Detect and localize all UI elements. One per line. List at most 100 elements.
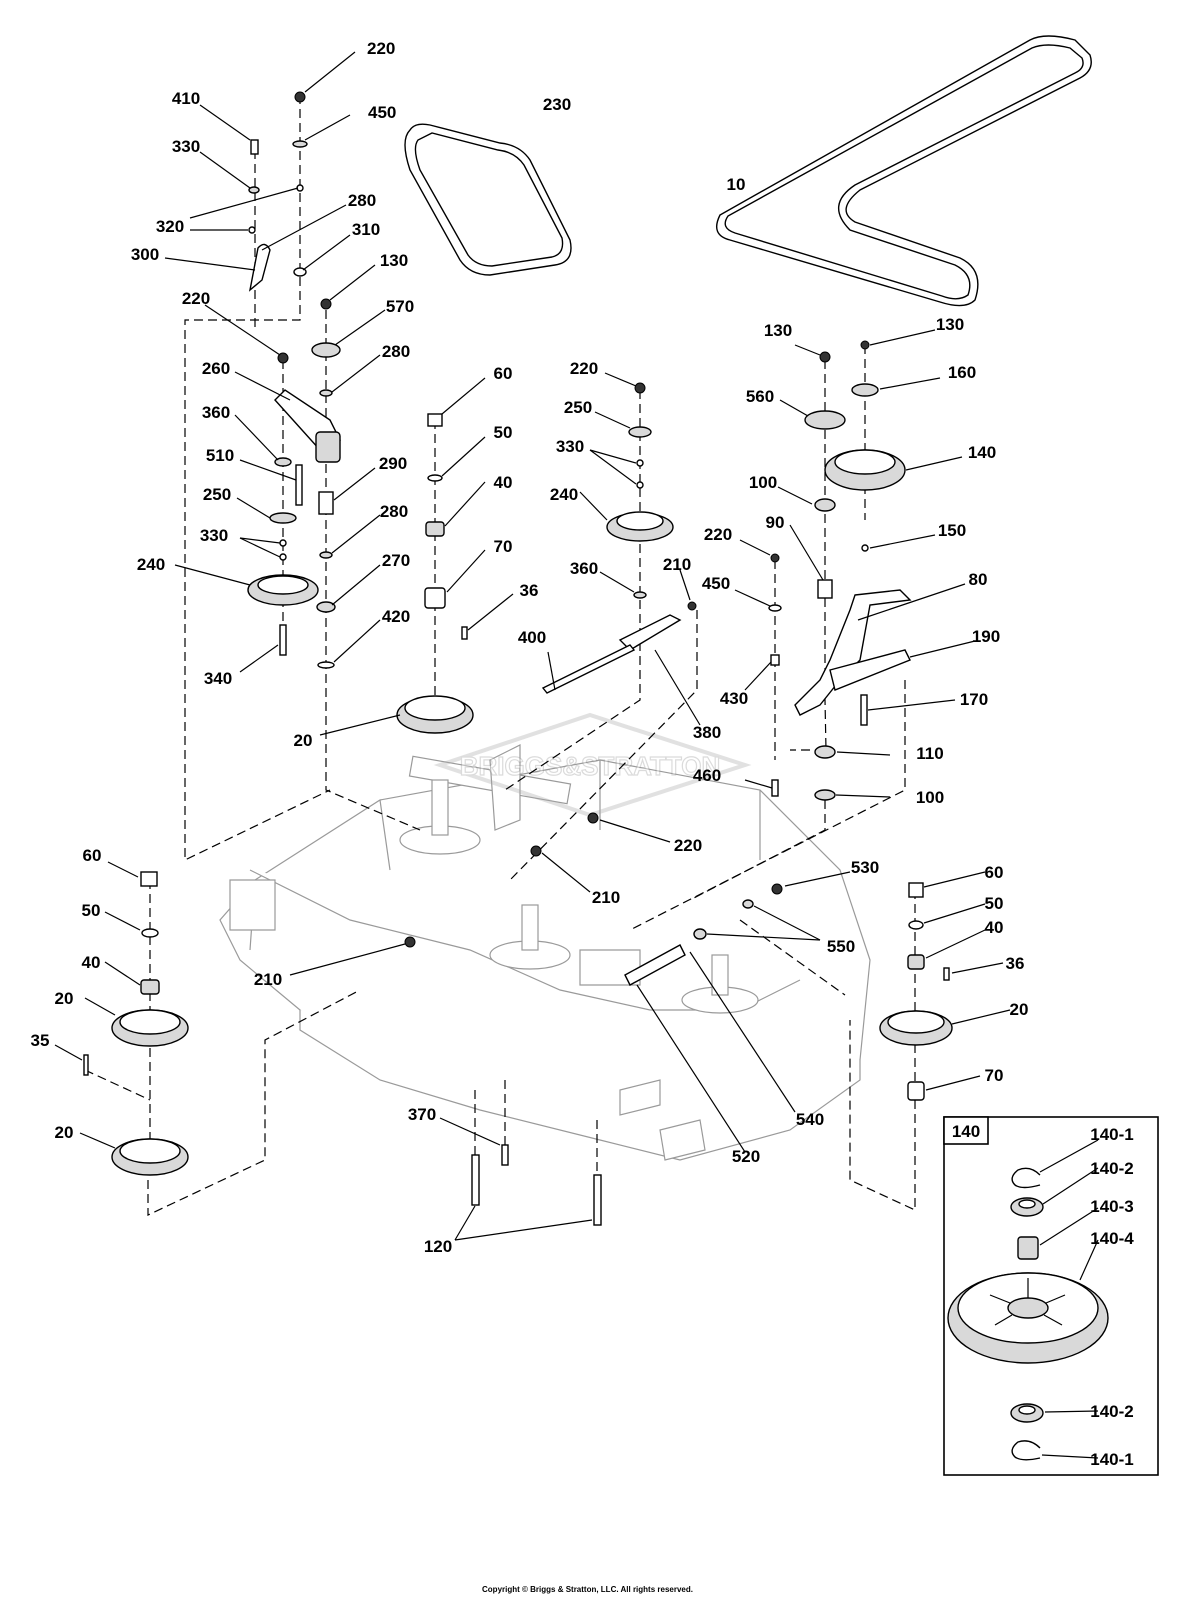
callout-20: 20 — [1010, 1000, 1029, 1019]
inset-callout-140-2: 140-2 — [1090, 1159, 1133, 1178]
callout-70: 70 — [494, 537, 513, 556]
mower-deck-housing — [219, 744, 871, 1161]
inset-callout-140-1: 140-1 — [1090, 1450, 1133, 1469]
callout-360: 360 — [202, 403, 230, 422]
callout-10: 10 — [727, 175, 746, 194]
callout-360: 360 — [570, 559, 598, 578]
callout-220: 220 — [570, 359, 598, 378]
inset-title: 140 — [952, 1122, 980, 1141]
callout-190: 190 — [972, 627, 1000, 646]
callout-60: 60 — [494, 364, 513, 383]
right-pulley-stack — [879, 882, 953, 1101]
callout-530: 530 — [851, 858, 879, 877]
callout-260: 260 — [202, 359, 230, 378]
callout-50: 50 — [494, 423, 513, 442]
callout-50: 50 — [82, 901, 101, 920]
watermark-text: BRIGGS&STRATTON — [460, 751, 720, 781]
callout-220: 220 — [367, 39, 395, 58]
callout-430: 430 — [720, 689, 748, 708]
callout-160: 160 — [948, 363, 976, 382]
callout-300: 300 — [131, 245, 159, 264]
callout-40: 40 — [82, 953, 101, 972]
callout-70: 70 — [985, 1066, 1004, 1085]
callout-450: 450 — [368, 103, 396, 122]
leader-lines — [54, 51, 1011, 1241]
callout-110: 110 — [916, 744, 943, 763]
callout-280: 280 — [380, 502, 408, 521]
callout-540: 540 — [796, 1110, 824, 1129]
inset-callout-140-4: 140-4 — [1090, 1229, 1134, 1248]
callout-40: 40 — [494, 473, 513, 492]
left-idler-arm-assembly — [247, 91, 341, 656]
callout-400: 400 — [518, 628, 546, 647]
callout-100: 100 — [749, 473, 777, 492]
callout-35: 35 — [31, 1031, 50, 1050]
callout-420: 420 — [382, 607, 410, 626]
callout-560: 560 — [746, 387, 774, 406]
callout-20: 20 — [55, 1123, 74, 1142]
callout-130: 130 — [380, 251, 408, 270]
callout-20: 20 — [294, 731, 313, 750]
callout-310: 310 — [352, 220, 380, 239]
left-pulley-stack — [83, 871, 189, 1176]
callout-120: 120 — [424, 1237, 452, 1256]
inset-callout-140-1: 140-1 — [1090, 1125, 1133, 1144]
callout-370: 370 — [408, 1105, 436, 1124]
callout-130: 130 — [764, 321, 792, 340]
callout-410: 410 — [172, 89, 200, 108]
copyright-notice: Copyright © Briggs & Stratton, LLC. All … — [482, 1585, 693, 1594]
callout-550: 550 — [827, 937, 855, 956]
callout-320: 320 — [156, 217, 184, 236]
callout-240: 240 — [137, 555, 165, 574]
inset-callout-140-2: 140-2 — [1090, 1402, 1133, 1421]
callout-170: 170 — [960, 690, 988, 709]
callout-210: 210 — [254, 970, 282, 989]
callout-100: 100 — [916, 788, 944, 807]
callout-230: 230 — [543, 95, 571, 114]
callout-50: 50 — [985, 894, 1004, 913]
callout-510: 510 — [206, 446, 234, 465]
callout-36: 36 — [520, 581, 539, 600]
belt-10 — [716, 35, 1092, 307]
callout-380: 380 — [693, 723, 721, 742]
callout-60: 60 — [83, 846, 102, 865]
callout-40: 40 — [985, 918, 1004, 937]
callout-250: 250 — [564, 398, 592, 417]
callout-280: 280 — [348, 191, 376, 210]
callout-270: 270 — [382, 551, 410, 570]
callout-280: 280 — [382, 342, 410, 361]
callout-130: 130 — [936, 315, 964, 334]
callout-340: 340 — [204, 669, 232, 688]
callout-240: 240 — [550, 485, 578, 504]
callout-36: 36 — [1006, 954, 1025, 973]
callout-330: 330 — [172, 137, 200, 156]
callout-220: 220 — [674, 836, 702, 855]
callout-210: 210 — [592, 888, 620, 907]
callout-20: 20 — [55, 989, 74, 1008]
part-callout-labels: 220 410 450 230 330 10 280 320 310 300 1… — [31, 39, 1029, 1256]
callout-520: 520 — [732, 1147, 760, 1166]
callout-330: 330 — [200, 526, 228, 545]
deck-hardware — [404, 812, 783, 1226]
callout-150: 150 — [938, 521, 966, 540]
callout-140: 140 — [968, 443, 996, 462]
callout-290: 290 — [379, 454, 407, 473]
callout-460: 460 — [693, 766, 721, 785]
callout-60: 60 — [985, 863, 1004, 882]
callout-250: 250 — [203, 485, 231, 504]
brand-watermark: BRIGGS&STRATTON — [433, 712, 752, 818]
callout-330: 330 — [556, 437, 584, 456]
callout-570: 570 — [386, 297, 414, 316]
right-idler-assembly — [768, 340, 912, 801]
callout-90: 90 — [766, 513, 785, 532]
right-center-idler — [541, 382, 697, 694]
pulley-140-detail-inset: 140 140-1 140-2 140-3 140-4 140-2 140-1 — [943, 1116, 1159, 1476]
callout-450: 450 — [702, 574, 730, 593]
belt-230 — [404, 123, 572, 276]
inset-callout-140-3: 140-3 — [1090, 1197, 1133, 1216]
callout-80: 80 — [969, 570, 988, 589]
callout-210: 210 — [663, 555, 691, 574]
center-pulley-stack — [396, 413, 474, 734]
callout-220: 220 — [182, 289, 210, 308]
